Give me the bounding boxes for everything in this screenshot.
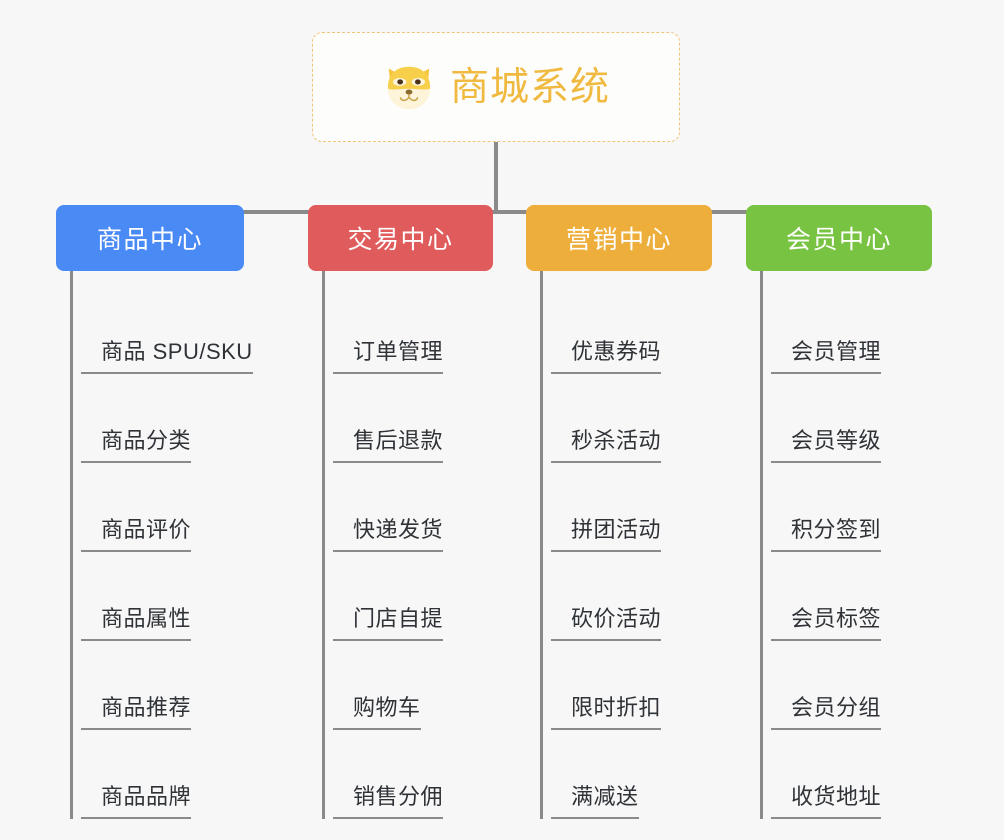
leaf-item[interactable]: 商品分类 bbox=[73, 374, 253, 463]
leaf-label: 订单管理 bbox=[333, 334, 444, 374]
leaf-label: 会员标签 bbox=[771, 601, 882, 641]
category-label: 会员中心 bbox=[785, 226, 892, 254]
branch-product-center: 商品中心 商品 SPU/SKU 商品分类 商品评价 商品属性 商品推荐 商品品牌 bbox=[56, 205, 253, 819]
category-label: 营销中心 bbox=[565, 226, 672, 254]
leaf-list-trade-center: 订单管理 售后退款 快递发货 门店自提 购物车 销售分佣 bbox=[322, 271, 493, 819]
leaf-item[interactable]: 商品推荐 bbox=[73, 641, 253, 730]
connector-root-stem bbox=[494, 142, 498, 214]
leaf-label: 秒杀活动 bbox=[551, 423, 662, 463]
leaf-label: 砍价活动 bbox=[551, 601, 662, 641]
leaf-label: 销售分佣 bbox=[333, 779, 444, 819]
leaf-item[interactable]: 订单管理 bbox=[325, 285, 493, 374]
connector-bus bbox=[150, 210, 838, 214]
leaf-label: 会员等级 bbox=[771, 423, 882, 463]
leaf-label: 优惠券码 bbox=[551, 334, 662, 374]
branch-trade-center: 交易中心 订单管理 售后退款 快递发货 门店自提 购物车 销售分佣 bbox=[308, 205, 493, 819]
branch-member-center: 会员中心 会员管理 会员等级 积分签到 会员标签 会员分组 收货地址 bbox=[746, 205, 932, 819]
category-box-marketing-center[interactable]: 营销中心 bbox=[526, 205, 712, 271]
leaf-label: 售后退款 bbox=[333, 423, 444, 463]
leaf-label: 限时折扣 bbox=[551, 690, 662, 730]
leaf-item[interactable]: 会员标签 bbox=[763, 552, 932, 641]
leaf-list-product-center: 商品 SPU/SKU 商品分类 商品评价 商品属性 商品推荐 商品品牌 bbox=[70, 271, 253, 819]
leaf-label: 会员管理 bbox=[771, 334, 882, 374]
leaf-item[interactable]: 秒杀活动 bbox=[543, 374, 712, 463]
leaf-item[interactable]: 积分签到 bbox=[763, 463, 932, 552]
leaf-item[interactable]: 快递发货 bbox=[325, 463, 493, 552]
category-label: 交易中心 bbox=[347, 226, 454, 254]
leaf-item[interactable]: 商品属性 bbox=[73, 552, 253, 641]
leaf-label: 快递发货 bbox=[333, 512, 444, 552]
leaf-label: 商品属性 bbox=[81, 601, 192, 641]
leaf-item[interactable]: 购物车 bbox=[325, 641, 493, 730]
leaf-label: 会员分组 bbox=[771, 690, 882, 730]
category-box-member-center[interactable]: 会员中心 bbox=[746, 205, 932, 271]
category-box-product-center[interactable]: 商品中心 bbox=[56, 205, 244, 271]
leaf-item[interactable]: 会员管理 bbox=[763, 285, 932, 374]
leaf-list-marketing-center: 优惠券码 秒杀活动 拼团活动 砍价活动 限时折扣 满减送 bbox=[540, 271, 712, 819]
category-label: 商品中心 bbox=[96, 226, 203, 254]
leaf-item[interactable]: 会员分组 bbox=[763, 641, 932, 730]
leaf-item[interactable]: 优惠券码 bbox=[543, 285, 712, 374]
leaf-label: 商品 SPU/SKU bbox=[81, 334, 253, 374]
category-box-trade-center[interactable]: 交易中心 bbox=[308, 205, 493, 271]
leaf-label: 购物车 bbox=[333, 690, 421, 730]
leaf-item[interactable]: 满减送 bbox=[543, 730, 712, 819]
leaf-item[interactable]: 商品评价 bbox=[73, 463, 253, 552]
leaf-label: 商品品牌 bbox=[81, 779, 192, 819]
leaf-label: 满减送 bbox=[551, 779, 639, 819]
leaf-item[interactable]: 收货地址 bbox=[763, 730, 932, 819]
leaf-item[interactable]: 拼团活动 bbox=[543, 463, 712, 552]
leaf-label: 商品推荐 bbox=[81, 690, 192, 730]
leaf-item[interactable]: 销售分佣 bbox=[325, 730, 493, 819]
leaf-label: 收货地址 bbox=[771, 779, 882, 819]
shiba-dog-face-icon bbox=[382, 60, 436, 114]
leaf-label: 积分签到 bbox=[771, 512, 882, 552]
leaf-item[interactable]: 售后退款 bbox=[325, 374, 493, 463]
leaf-item[interactable]: 限时折扣 bbox=[543, 641, 712, 730]
leaf-item[interactable]: 砍价活动 bbox=[543, 552, 712, 641]
leaf-item[interactable]: 商品 SPU/SKU bbox=[73, 285, 253, 374]
leaf-label: 门店自提 bbox=[333, 601, 444, 641]
leaf-item[interactable]: 会员等级 bbox=[763, 374, 932, 463]
leaf-label: 商品评价 bbox=[81, 512, 192, 552]
leaf-label: 商品分类 bbox=[81, 423, 192, 463]
leaf-label: 拼团活动 bbox=[551, 512, 662, 552]
leaf-list-member-center: 会员管理 会员等级 积分签到 会员标签 会员分组 收货地址 bbox=[760, 271, 932, 819]
leaf-item[interactable]: 商品品牌 bbox=[73, 730, 253, 819]
branch-marketing-center: 营销中心 优惠券码 秒杀活动 拼团活动 砍价活动 限时折扣 满减送 bbox=[526, 205, 712, 819]
leaf-item[interactable]: 门店自提 bbox=[325, 552, 493, 641]
root-title: 商城系统 bbox=[449, 65, 610, 109]
root-node[interactable]: 商城系统 bbox=[312, 32, 680, 142]
